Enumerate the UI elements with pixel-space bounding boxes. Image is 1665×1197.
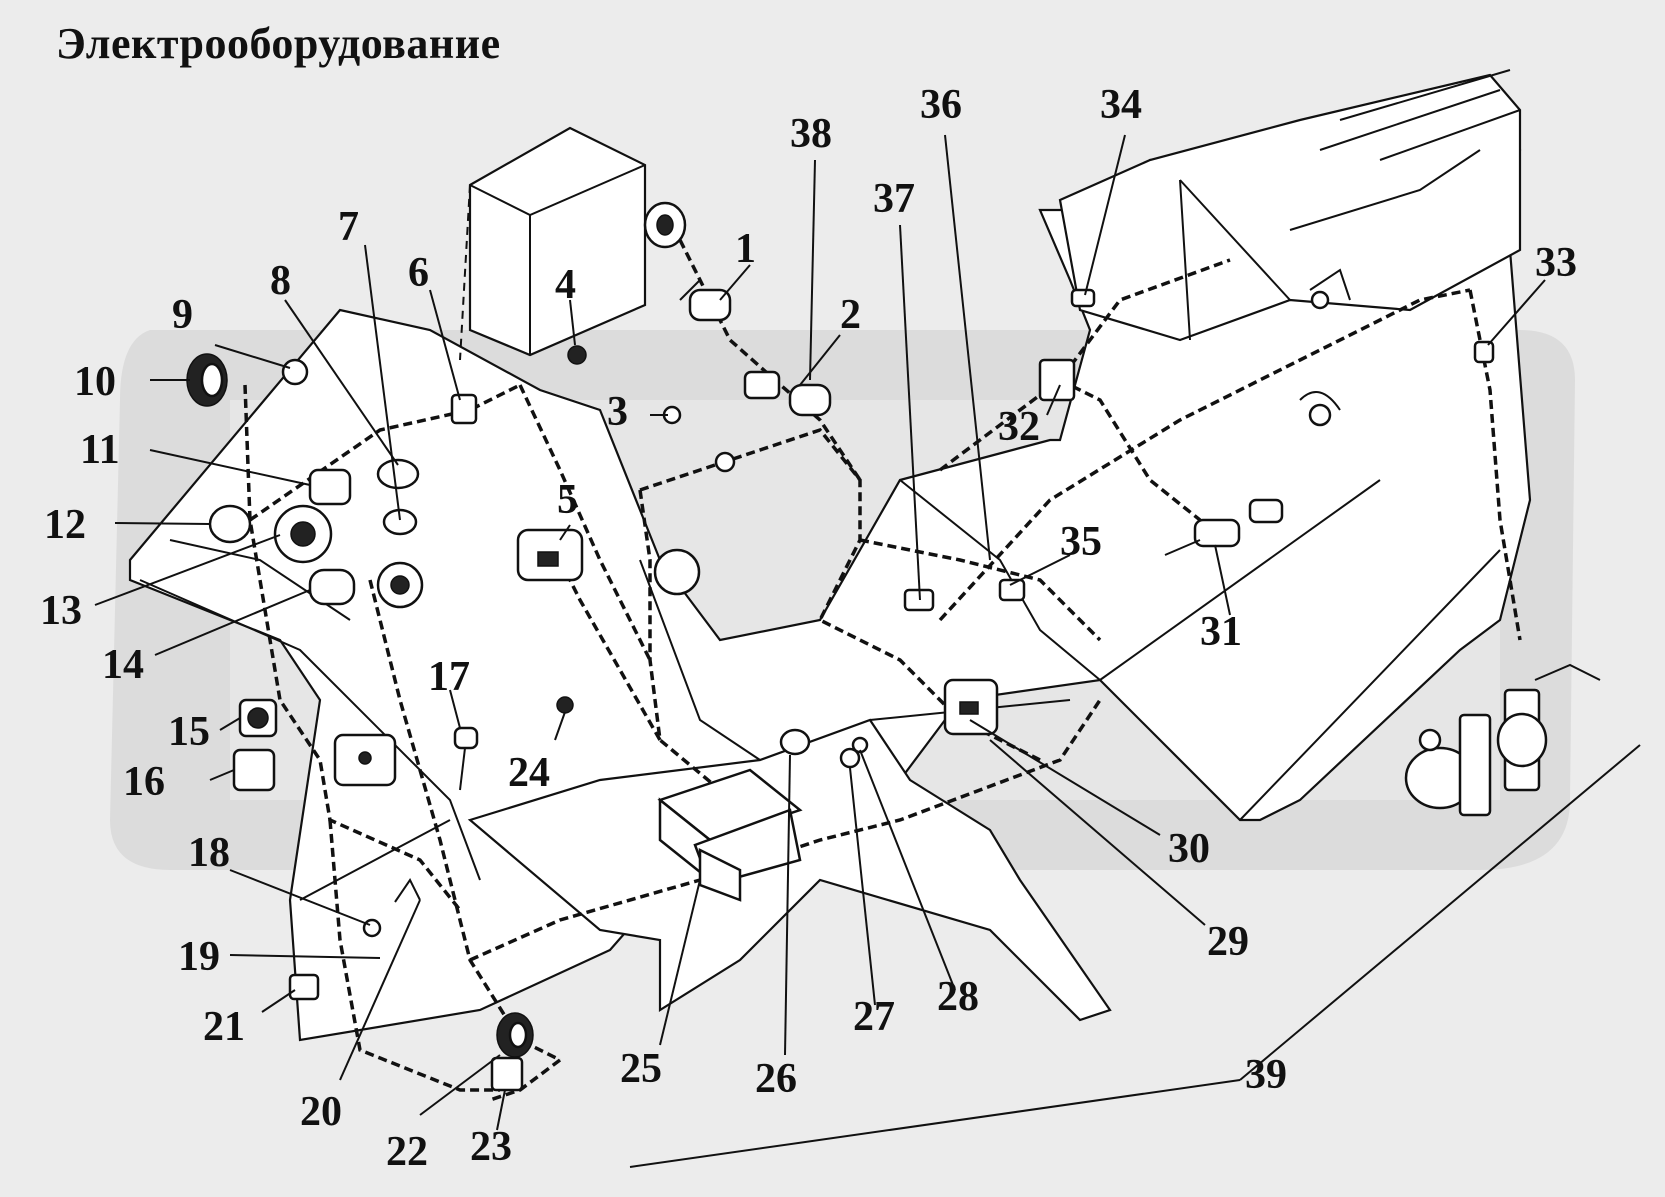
callout-21: 21	[203, 1004, 245, 1050]
connector-34-icon	[1070, 288, 1096, 308]
components	[186, 201, 1601, 1092]
relay-1-icon	[679, 279, 732, 322]
panel-30-icon	[943, 678, 999, 736]
callout-16: 16	[123, 759, 165, 805]
callout-1: 1	[735, 226, 756, 272]
terminal-27-icon	[839, 747, 861, 769]
callout-2: 2	[840, 292, 861, 338]
callout-23: 23	[470, 1124, 512, 1170]
callout-5: 5	[557, 477, 578, 523]
callout-25: 25	[620, 1046, 662, 1092]
callout-8: 8	[270, 258, 291, 304]
leader-lines	[94, 134, 1546, 1131]
bracket-32-icon	[1038, 358, 1076, 402]
callout-33: 33	[1535, 240, 1577, 286]
callout-34: 34	[1100, 82, 1142, 128]
callout-22: 22	[386, 1129, 428, 1175]
headlight-10-icon	[186, 353, 228, 407]
bracket-20-icon	[394, 878, 421, 903]
callout-6: 6	[408, 250, 429, 296]
callout-11: 11	[80, 427, 120, 473]
block-16-icon	[232, 748, 276, 792]
lamp-icon	[653, 548, 701, 596]
switch-2-icon	[743, 370, 832, 417]
mount-icon	[1299, 268, 1351, 427]
callout-13: 13	[40, 588, 82, 634]
callout-38: 38	[790, 111, 832, 157]
callout-18: 18	[188, 830, 230, 876]
callout-27: 27	[853, 994, 895, 1040]
callout-36: 36	[920, 82, 962, 128]
bracket-21-icon	[288, 973, 320, 1001]
callout-10: 10	[74, 359, 116, 405]
callout-37: 37	[873, 176, 915, 222]
starter-39-icon	[1404, 663, 1601, 817]
diagram-title: Электрооборудование	[56, 19, 501, 68]
connector-23-icon	[490, 1056, 524, 1092]
callout-12: 12	[44, 502, 86, 548]
socket-15-icon	[238, 698, 278, 738]
plug-4-icon	[567, 345, 587, 365]
switch-6-icon	[450, 393, 478, 425]
callout-labels: 1 2 3 4 5 6 7 8 9 10 11 12 13 14 15 16 1…	[40, 82, 1577, 1175]
control-box-icon	[333, 733, 397, 787]
callout-31: 31	[1200, 609, 1242, 655]
callout-39: 39	[1245, 1052, 1287, 1098]
gauge-icon	[376, 561, 424, 609]
callout-28: 28	[937, 974, 979, 1020]
callout-35: 35	[1060, 519, 1102, 565]
callout-14: 14	[102, 642, 144, 688]
lamp-8-icon	[376, 458, 420, 490]
connector-7-icon	[382, 508, 418, 536]
callout-9: 9	[172, 292, 193, 338]
clip-18-icon	[362, 918, 382, 938]
switch-33-icon	[1473, 340, 1495, 364]
cap-9-icon	[281, 358, 309, 386]
callout-29: 29	[1207, 919, 1249, 965]
terminal-28-icon	[851, 736, 869, 754]
horn-icon	[643, 201, 687, 249]
switch-26-icon	[779, 728, 811, 756]
callout-19: 19	[178, 934, 220, 980]
battery-25-icon	[657, 768, 803, 902]
relay-14-icon	[308, 568, 356, 606]
fuse-11-icon	[308, 468, 352, 506]
sensor-31-icon	[1164, 498, 1284, 556]
connector-35-icon	[998, 578, 1026, 602]
sensor-24-icon	[556, 696, 574, 714]
sensor-17-icon	[453, 726, 479, 791]
callout-24: 24	[508, 750, 550, 796]
callout-32: 32	[998, 404, 1040, 450]
connector-icon	[714, 451, 736, 473]
callout-3: 3	[607, 389, 628, 435]
cab-body	[128, 69, 1641, 1168]
callout-30: 30	[1168, 826, 1210, 872]
callout-7: 7	[338, 204, 359, 250]
panel-5-icon	[516, 528, 584, 582]
callout-17: 17	[428, 654, 470, 700]
callout-20: 20	[300, 1089, 342, 1135]
gauge-13-icon	[273, 504, 333, 564]
light-12-icon	[208, 504, 252, 544]
callout-15: 15	[168, 709, 210, 755]
rear-light-icon	[496, 1012, 534, 1058]
callout-26: 26	[755, 1056, 797, 1102]
callout-4: 4	[555, 262, 576, 308]
